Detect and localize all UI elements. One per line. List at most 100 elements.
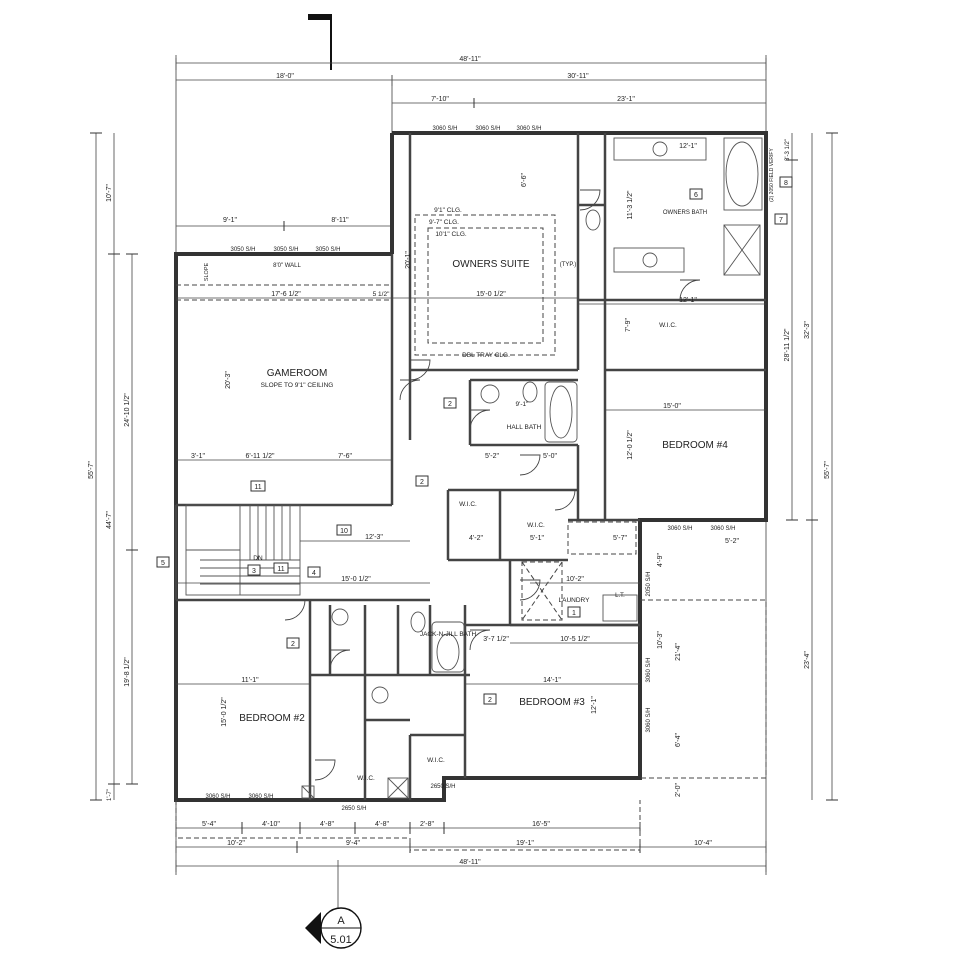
note-field-verify: (2) 2050 FIELD VERIFY: [769, 148, 775, 202]
dim-inner-25: 4'-2": [469, 535, 483, 542]
dim-inner-18: 11'-1": [241, 677, 259, 684]
dim-inner-10: 6'-11 1/2": [246, 453, 276, 460]
tag-2d: 2: [483, 693, 497, 705]
tag-10: 10: [336, 524, 352, 536]
dim-inner-22: 5'-0": [543, 453, 557, 460]
dim-inner-27: 5'-2": [725, 538, 739, 545]
dim-top-right: 30'-11": [567, 73, 589, 80]
svg-text:1: 1: [572, 610, 576, 617]
window-bot-2: 3060 S/H: [248, 794, 273, 800]
dim-left-b: 44'-7": [106, 511, 113, 529]
svg-text:2: 2: [448, 401, 452, 408]
svg-text:8: 8: [784, 180, 788, 187]
dim-inner-31: 6'-4": [675, 733, 682, 747]
svg-text:4: 4: [312, 570, 316, 577]
room-wic-center-1: W.I.C.: [459, 501, 477, 508]
svg-text:5: 5: [161, 560, 165, 567]
dim-bot-b0: 10'-2": [227, 840, 245, 847]
dim-bot-a4: 2'-8": [420, 821, 434, 828]
title-marker-bar: [308, 14, 332, 20]
svg-text:2: 2: [420, 479, 424, 486]
dim-inner-3: 12'-1": [679, 297, 697, 304]
dim-inner-34: 2'-0": [675, 783, 682, 797]
dim-inner-11: 7'-6": [338, 453, 352, 460]
svg-text:6: 6: [694, 192, 698, 199]
dim-inner-14: 15'-0 1/2": [341, 576, 371, 583]
tag-8: 8: [779, 176, 793, 188]
dim-inner-33: 10'-3": [657, 631, 664, 649]
right-dimensions: 55'-7" 32'-3" 23'-4" 28'-11 1/2" 3'-3 1/…: [784, 132, 838, 801]
window-top-3: 3060 S/H: [516, 126, 541, 132]
tag-1: 1: [567, 606, 581, 618]
dim-inner-19: 15'-0 1/2": [221, 697, 228, 727]
dim-inner-29: 7'-9": [625, 318, 632, 332]
dim-inner-32: 21'-4": [675, 643, 682, 661]
dim-inner-30: 6'-6": [521, 173, 528, 187]
tag-2a: 2: [443, 397, 457, 409]
dim-right-outer: 55'-7": [824, 461, 831, 479]
dim-inner-4: 20'-3": [225, 371, 232, 389]
room-owners-bath: OWNERS BATH: [663, 210, 707, 216]
dim-bot-a5: 16'-5": [532, 821, 550, 828]
note-tray: DBL TRAY CLG.: [462, 352, 510, 359]
tag-3: 3: [247, 564, 261, 576]
svg-text:2: 2: [291, 641, 295, 648]
dim-inner-1: 5 1/2": [373, 291, 390, 298]
dim-bot-a0: 5'-4": [202, 821, 216, 828]
window-bed4-2: 3060 S/H: [710, 526, 735, 532]
dim-inner-6: 15'-0": [663, 403, 681, 410]
window-bot-4: 2650 S/H: [430, 784, 455, 790]
window-top-1: 3060 S/H: [432, 126, 457, 132]
dim-game-right: 8'-11": [331, 217, 349, 224]
dim-inner-26: 5'-7": [613, 535, 627, 542]
window-game-1: 3050 S/H: [230, 247, 255, 253]
dim-inner-13: 12'-3": [365, 534, 383, 541]
window-right-3: 3060 S/H: [646, 707, 652, 732]
svg-text:11: 11: [277, 566, 284, 573]
svg-text:10: 10: [340, 528, 348, 535]
ceiling-outlines: [176, 214, 637, 621]
dim-bot-b3: 10'-4": [694, 840, 712, 847]
window-game-2: 3050 S/H: [273, 247, 298, 253]
note-dn: DN: [253, 555, 263, 562]
window-game-3: 3050 S/H: [315, 247, 340, 253]
tag-11a: 11: [250, 480, 266, 492]
dim-bot-a3: 4'-8": [375, 821, 389, 828]
tag-11b: 11: [273, 562, 289, 574]
dim-left-outer: 55'-7": [88, 461, 95, 479]
dim-bot-b2: 19'-1": [516, 840, 534, 847]
left-dimensions: 55'-7" 10'-7" 44'-7" 1'-7" 24'-10 1/2" 1…: [88, 132, 138, 801]
section-marker-sheet: 5.01: [330, 934, 351, 946]
room-hall-bath: HALL BATH: [507, 424, 542, 431]
dim-top-left: 18'-0": [276, 73, 294, 80]
dim-inner-9: 12'-1": [679, 143, 697, 150]
dim-inner-17: 12'-1": [591, 696, 598, 714]
dim-top-overall: 48'-11": [459, 56, 481, 63]
dim-right-a: 32'-3": [804, 321, 811, 339]
dim-inner-5: 20'-1": [405, 251, 412, 269]
window-labels: 3060 S/H 3060 S/H 3060 S/H 3050 S/H 3050…: [205, 126, 735, 812]
dim-inner-20: 10'-5 1/2": [560, 636, 590, 643]
dim-right-b: 28'-11 1/2": [784, 328, 791, 361]
section-marker-letter: A: [337, 915, 345, 927]
tag-6: 6: [689, 188, 703, 200]
dim-inner-2: 15'-0 1/2": [476, 291, 506, 298]
dim-left-c: 1'-7": [107, 789, 113, 801]
stairs: [185, 504, 301, 596]
note-slope: SLOPE: [204, 262, 210, 281]
dim-left-e: 19'-8 1/2": [124, 657, 131, 687]
room-gameroom-note: SLOPE TO 9'1" CEILING: [261, 382, 334, 389]
tag-7: 7: [774, 213, 788, 225]
room-gameroom: GAMEROOM: [267, 368, 328, 379]
window-bot-1: 3060 S/H: [205, 794, 230, 800]
room-bedroom4: BEDROOM #4: [662, 440, 728, 451]
room-owners-suite: OWNERS SUITE: [452, 259, 530, 270]
room-bedroom2: BEDROOM #2: [239, 713, 305, 724]
note-clg3: 10'1" CLG.: [435, 231, 467, 238]
inner-dimensions: 17'-6 1/2" 5 1/2" 15'-0 1/2" 12'-1" 20'-…: [176, 143, 766, 797]
room-bedroom3: BEDROOM #3: [519, 697, 585, 708]
window-right-2: 3060 S/H: [646, 657, 652, 682]
dim-inner-24: 5'-1": [530, 535, 544, 542]
dim-inner-12: 3'-1": [191, 453, 205, 460]
